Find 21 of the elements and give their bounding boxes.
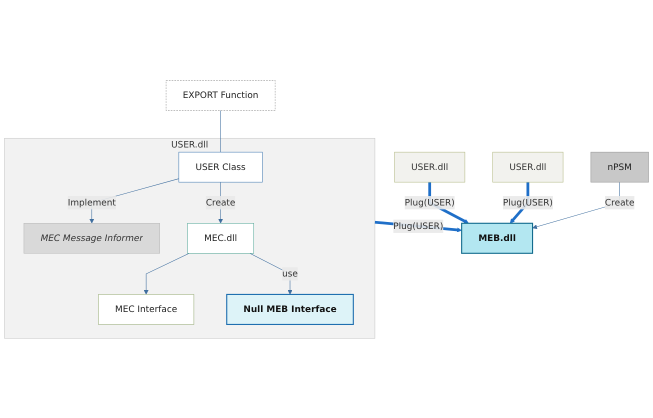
- node-box: [187, 222, 254, 254]
- node-box: [226, 293, 354, 325]
- connector: [220, 110, 221, 152]
- node-box: [590, 151, 649, 182]
- edge-label: Plug(USER): [404, 196, 455, 208]
- edge-label: Plug(USER): [393, 220, 444, 231]
- node-box: [394, 151, 466, 182]
- node-box: [98, 294, 194, 324]
- cluster: [4, 138, 376, 338]
- edge-label: Create: [206, 196, 236, 208]
- node-box: [178, 151, 263, 182]
- edge-label: Create: [604, 196, 634, 208]
- edge-label: Plug(USER): [502, 196, 553, 208]
- node-box: [166, 80, 276, 110]
- arrow: [250, 252, 292, 294]
- edge-label: Implement: [68, 196, 116, 208]
- node-box: [492, 151, 564, 182]
- edge-label: use: [282, 268, 298, 278]
- arrow: [144, 252, 190, 294]
- node-box: [461, 222, 534, 254]
- node-box: [24, 222, 160, 254]
